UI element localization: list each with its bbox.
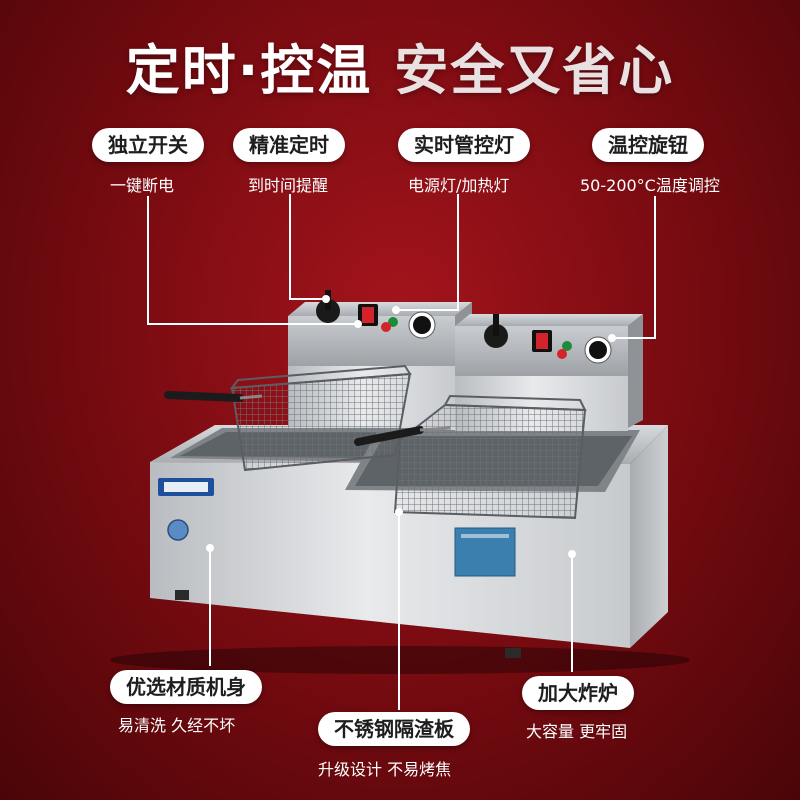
line-light [396, 194, 459, 311]
line-knob [612, 196, 656, 339]
headline-part1: 定时·控温 [125, 39, 373, 102]
feature-switch-sub: 一键断电 [110, 176, 175, 195]
feature-light-label: 实时管控灯 [398, 128, 530, 162]
feature-plate-label: 不锈钢隔渣板 [318, 712, 470, 746]
feature-timer-label: 精准定时 [233, 128, 345, 162]
feature-switch-label: 独立开关 [92, 128, 204, 162]
headline-part2: 安全又省心 [394, 39, 675, 102]
feature-tank-label: 加大炸炉 [522, 676, 634, 710]
brand-logo [158, 478, 214, 541]
line-timer [289, 194, 326, 300]
timer-knob [316, 299, 340, 323]
feature-tank-sub: 大容量 更牢固 [526, 722, 628, 741]
feature-timer-sub: 到时间提醒 [248, 176, 329, 195]
feature-knob-label: 温控旋钮 [592, 128, 704, 162]
feature-plate-sub: 升级设计 不易烤焦 [318, 760, 452, 779]
fry-basket-right [393, 403, 587, 520]
feature-knob-sub: 50-200°C温度调控 [580, 176, 720, 195]
feature-body-sub: 易清洗 久经不坏 [118, 716, 236, 735]
body-side [630, 425, 668, 648]
line-switch [147, 196, 358, 325]
feature-body-label: 优选材质机身 [110, 670, 262, 704]
feature-light-sub: 电源灯/加热灯 [408, 176, 510, 195]
temperature-knob [413, 316, 431, 334]
headline: 定时·控温安全又省心 [0, 26, 800, 105]
